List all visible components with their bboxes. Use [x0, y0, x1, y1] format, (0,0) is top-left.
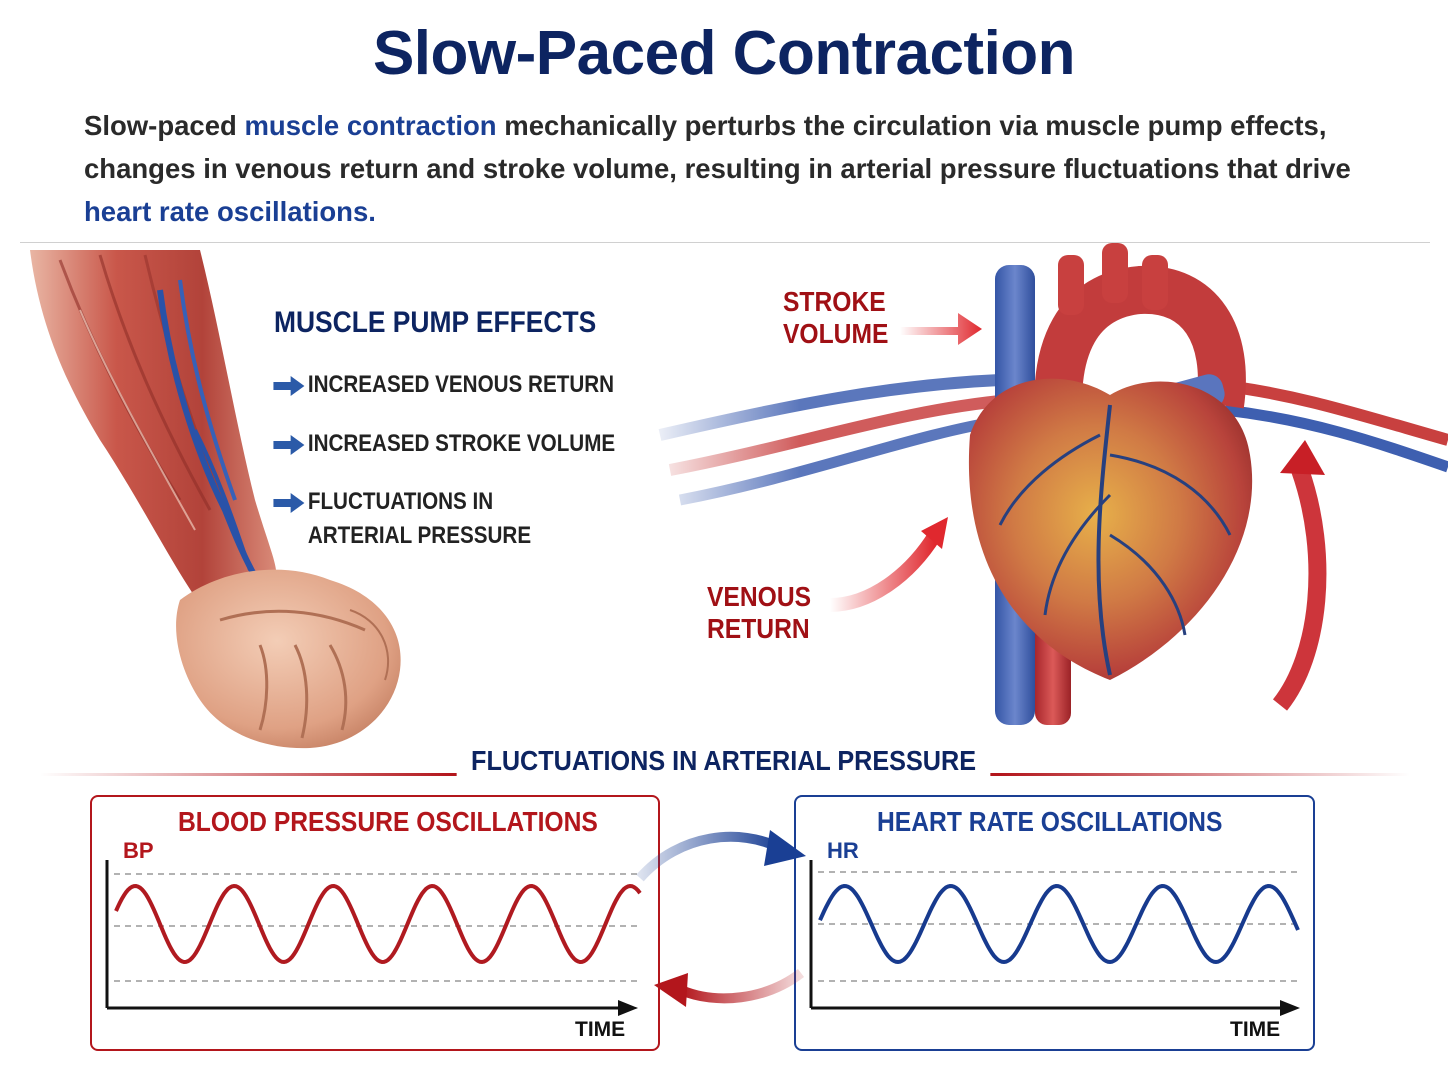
- muscle-pump-item: FLUCTUATIONS IN: [270, 485, 493, 519]
- intro-paragraph: Slow-paced muscle contraction mechanical…: [84, 104, 1384, 233]
- hr-to-bp-arrow-icon: [654, 968, 805, 1007]
- intro-highlight-heart-rate: heart rate oscillations.: [84, 196, 376, 227]
- hr-x-axis-arrowhead: [1280, 1000, 1300, 1016]
- bp-chart: [105, 860, 642, 1016]
- hr-wave: [818, 883, 1300, 965]
- venous-return-label: VENOUS RETURN: [707, 581, 811, 645]
- venous-return-label-line1: VENOUS: [707, 581, 812, 612]
- intro-text-1: Slow-paced: [84, 110, 245, 141]
- hr-chart: [809, 860, 1300, 1016]
- right-arrow-icon: [273, 492, 305, 513]
- intro-text-2: mechanically perturbs the circulation vi…: [84, 110, 1351, 184]
- page-title: Slow-Paced Contraction: [372, 19, 1076, 88]
- hr-x-label: TIME: [1230, 1018, 1281, 1041]
- right-arrow-icon: [273, 375, 305, 396]
- bp-to-hr-arrow-icon: [636, 830, 806, 882]
- muscle-pump-item-text: FLUCTUATIONS IN: [307, 488, 494, 515]
- heart-illustration: [640, 243, 1448, 725]
- bp-wave: [114, 883, 642, 965]
- muscle-pump-heading: MUSCLE PUMP EFFECTS: [274, 306, 597, 339]
- right-arrow-icon: [273, 434, 305, 455]
- section-title: FLUCTUATIONS IN ARTERIAL PRESSURE: [0, 745, 1448, 777]
- muscle-pump-item-line2: ARTERIAL PRESSURE: [270, 519, 531, 553]
- venous-return-label-line2: RETURN: [707, 613, 810, 644]
- muscle-pump-item-text: ARTERIAL PRESSURE: [307, 522, 532, 549]
- bp-x-axis-arrowhead: [618, 1000, 638, 1016]
- stroke-volume-label: STROKE VOLUME: [783, 286, 888, 350]
- section-title-text: FLUCTUATIONS IN ARTERIAL PRESSURE: [457, 745, 991, 777]
- hr-panel-title: HEART RATE OSCILLATIONS: [877, 806, 1223, 837]
- bp-x-label: TIME: [575, 1018, 626, 1041]
- forearm-illustration: [30, 250, 401, 749]
- intro-highlight-muscle-contraction: muscle contraction: [244, 110, 497, 141]
- stroke-volume-label-line2: VOLUME: [783, 318, 889, 349]
- muscle-pump-item-text: INCREASED VENOUS RETURN: [307, 371, 615, 398]
- muscle-pump-item-text: INCREASED STROKE VOLUME: [307, 430, 616, 457]
- muscle-pump-item: INCREASED VENOUS RETURN: [270, 368, 614, 402]
- bp-panel-title: BLOOD PRESSURE OSCILLATIONS: [178, 806, 598, 837]
- bp-y-label: BP: [123, 838, 154, 863]
- stroke-volume-label-line1: STROKE: [783, 286, 886, 317]
- top-divider: [20, 242, 1430, 243]
- muscle-pump-item: INCREASED STROKE VOLUME: [270, 427, 615, 461]
- hr-y-label: HR: [827, 838, 859, 863]
